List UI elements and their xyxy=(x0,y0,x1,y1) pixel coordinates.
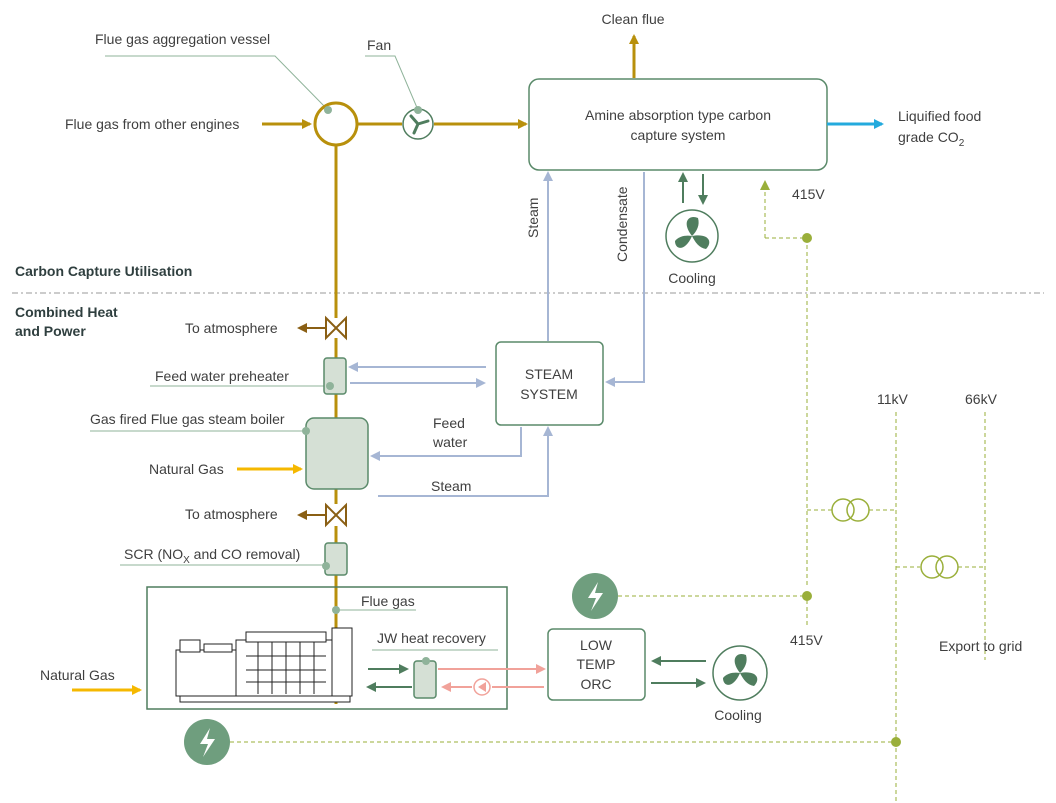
orc-line2: TEMP xyxy=(577,656,616,672)
cooling-fan-icon xyxy=(712,645,768,701)
flue-gas-other-engines-label: Flue gas from other engines xyxy=(65,116,239,132)
electrical-junctions xyxy=(802,233,901,747)
engine-enclosure xyxy=(146,586,508,710)
scr-unit[interactable] xyxy=(324,542,348,576)
fan-label: Fan xyxy=(367,37,391,53)
gas-fired-boiler-label: Gas fired Flue gas steam boiler xyxy=(90,411,285,427)
low-temp-orc[interactable] xyxy=(547,628,646,701)
orc-line1: LOW xyxy=(580,637,613,653)
pump-icon xyxy=(473,678,491,696)
steam-system-line1: STEAM xyxy=(525,366,573,382)
clean-flue-label: Clean flue xyxy=(601,11,664,27)
electrical-arrowhead xyxy=(760,180,770,190)
steam-horizontal-label: Steam xyxy=(431,478,471,494)
lightning-icon xyxy=(184,719,230,765)
to-atmosphere-label-2: To atmosphere xyxy=(185,506,278,522)
amine-carbon-capture-system[interactable] xyxy=(528,78,828,171)
electrical-lines xyxy=(230,185,986,803)
transformer-icon xyxy=(920,555,959,579)
steam-lines xyxy=(348,171,645,497)
66kv-label: 66kV xyxy=(965,391,998,407)
chp-section-line2: and Power xyxy=(15,323,86,339)
415v-bottom-label: 415V xyxy=(790,632,823,648)
valve-icon[interactable] xyxy=(297,315,347,341)
gas-fired-steam-boiler[interactable] xyxy=(305,417,369,490)
valve-icon[interactable] xyxy=(297,502,347,528)
11kv-label: 11kV xyxy=(877,391,909,407)
liquified-label-line2: grade CO2 xyxy=(898,129,965,149)
steam-vertical-label: Steam xyxy=(525,198,541,238)
vessel-marker-dot xyxy=(324,106,332,114)
flue-gas-vessel-label: Flue gas aggregation vessel xyxy=(95,31,270,47)
scr-prefix: SCR (NO xyxy=(124,546,183,562)
condensate-label: Condensate xyxy=(614,186,630,262)
steam-system-line2: SYSTEM xyxy=(520,386,578,402)
cooling-fan-icon xyxy=(665,209,719,263)
fan-icon[interactable] xyxy=(402,106,434,140)
jw-heat-recovery-label: JW heat recovery xyxy=(377,630,486,646)
leader-lines xyxy=(90,55,498,651)
natural-gas-engine-label: Natural Gas xyxy=(40,667,115,683)
water-label: water xyxy=(432,434,468,450)
steam-system[interactable] xyxy=(495,341,604,426)
liquified-co2-text: grade CO xyxy=(898,129,959,145)
transformer-icon xyxy=(831,498,870,522)
cooling-top-label: Cooling xyxy=(668,270,715,286)
chp-section-line1: Combined Heat xyxy=(15,304,118,320)
amine-cooling-arrows xyxy=(678,172,708,205)
feed-water-preheater-label: Feed water preheater xyxy=(155,368,289,384)
feed-label: Feed xyxy=(433,415,465,431)
jw-heat-recovery[interactable] xyxy=(413,660,437,699)
flue-gas-label: Flue gas xyxy=(361,593,415,609)
co2-subscript: 2 xyxy=(959,138,965,149)
flue-gas-aggregation-vessel[interactable] xyxy=(313,101,359,147)
to-atmosphere-label-1: To atmosphere xyxy=(185,320,278,336)
amine-label-line2: capture system xyxy=(631,127,726,143)
415v-top-label: 415V xyxy=(792,186,825,202)
scr-suffix: and CO removal) xyxy=(190,546,300,562)
lightning-icon xyxy=(572,573,618,619)
ccu-section-label: Carbon Capture Utilisation xyxy=(15,263,192,279)
cooling-bottom-label: Cooling xyxy=(714,707,761,723)
natural-gas-boiler-label: Natural Gas xyxy=(149,461,224,477)
liquified-label-line1: Liquified food xyxy=(898,108,981,124)
export-to-grid-label: Export to grid xyxy=(939,638,1022,654)
amine-label-line1: Amine absorption type carbon xyxy=(585,107,771,123)
engine-icon xyxy=(175,627,353,703)
orc-line3: ORC xyxy=(580,676,611,692)
scr-label: SCR (NOX and CO removal) xyxy=(124,546,300,566)
scr-subscript: X xyxy=(183,555,190,566)
